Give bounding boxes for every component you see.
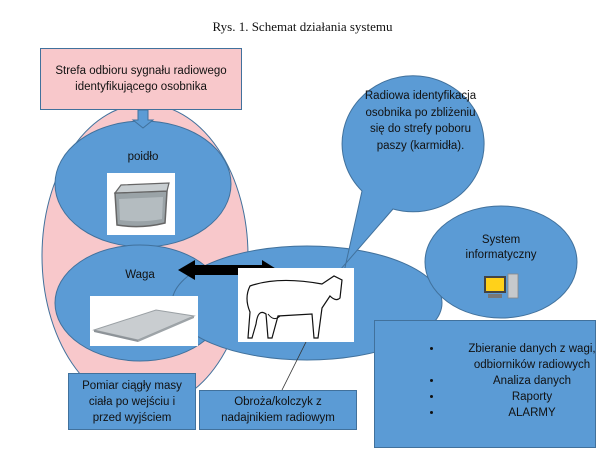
scale-platform-image bbox=[90, 296, 198, 346]
down-arrow-icon bbox=[131, 109, 155, 129]
scale-label: Waga bbox=[125, 269, 155, 281]
cow-image bbox=[238, 268, 354, 342]
computer-icon bbox=[482, 272, 522, 302]
reception-zone-box: Strefa odbioru sygnału radiowego identyf… bbox=[40, 48, 242, 110]
it-system-ellipse bbox=[424, 205, 578, 319]
it-system-label: System informatyczny bbox=[465, 234, 537, 261]
collar-connector-line bbox=[281, 339, 308, 391]
figure-caption: Rys. 1. Schemat działania systemu bbox=[212, 19, 393, 34]
mass-measurement-box: Pomiar ciągły masy ciała po wejściu i pr… bbox=[68, 373, 196, 430]
functions-list-item: Analiza danych bbox=[443, 373, 605, 389]
functions-list-item: ALARMY bbox=[443, 405, 605, 421]
functions-box: Zbieranie danych z wagi, odbiorników rad… bbox=[374, 320, 596, 448]
drinker-label: poidło bbox=[127, 151, 159, 163]
drinker-image bbox=[107, 173, 175, 235]
functions-list-item: Zbieranie danych z wagi, odbiorników rad… bbox=[443, 341, 605, 373]
radio-callout-text: Radiowa identyfikacja osobnika po zbliże… bbox=[364, 90, 477, 152]
functions-list: Zbieranie danych z wagi, odbiorników rad… bbox=[421, 341, 605, 421]
collar-box: Obroża/kolczyk z nadajnikiem radiowym bbox=[199, 390, 357, 430]
functions-list-item: Raporty bbox=[443, 389, 605, 405]
